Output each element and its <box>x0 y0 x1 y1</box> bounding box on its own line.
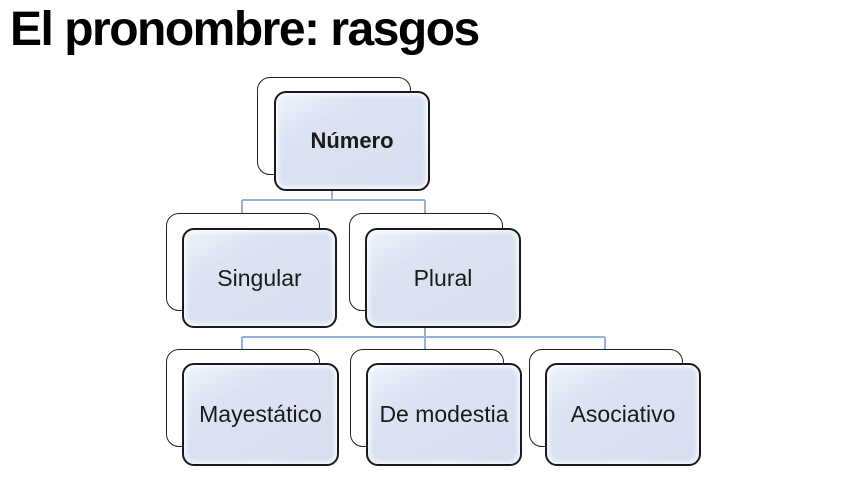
asociativo-label: Asociativo <box>570 401 676 428</box>
plural-label: Plural <box>413 264 473 291</box>
mayestatico-label: Mayestático <box>199 401 322 428</box>
de-modestia-label: De modestia <box>379 401 509 428</box>
mayestatico-box: Mayestático <box>182 363 339 466</box>
singular-label: Singular <box>217 264 302 291</box>
asociativo-box: Asociativo <box>545 363 701 466</box>
plural-box: Plural <box>365 228 521 328</box>
numero-box: Número <box>274 91 430 191</box>
singular-box: Singular <box>182 228 337 328</box>
slide-title: El pronombre: rasgos <box>10 3 480 56</box>
de-modestia-box: De modestia <box>366 363 522 466</box>
numero-label: Número <box>310 128 394 154</box>
